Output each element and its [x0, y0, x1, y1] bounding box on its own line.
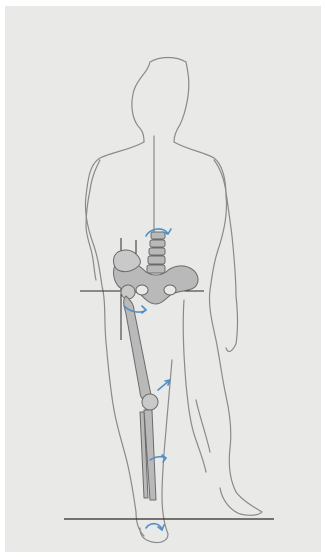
left-leg-outer-outline — [114, 410, 144, 536]
lumbar-spine — [147, 232, 165, 273]
ankle-arrow — [146, 524, 164, 530]
right-leg-inner-outline — [183, 300, 206, 472]
patella — [142, 394, 158, 410]
hip-joint — [121, 285, 135, 299]
body-outline — [85, 58, 262, 543]
knee-arrow — [158, 380, 170, 390]
torso-right-outline — [174, 142, 262, 515]
right-arm-outline — [214, 160, 238, 351]
head-outline — [132, 58, 189, 143]
right-leg-outer-line — [196, 400, 210, 452]
